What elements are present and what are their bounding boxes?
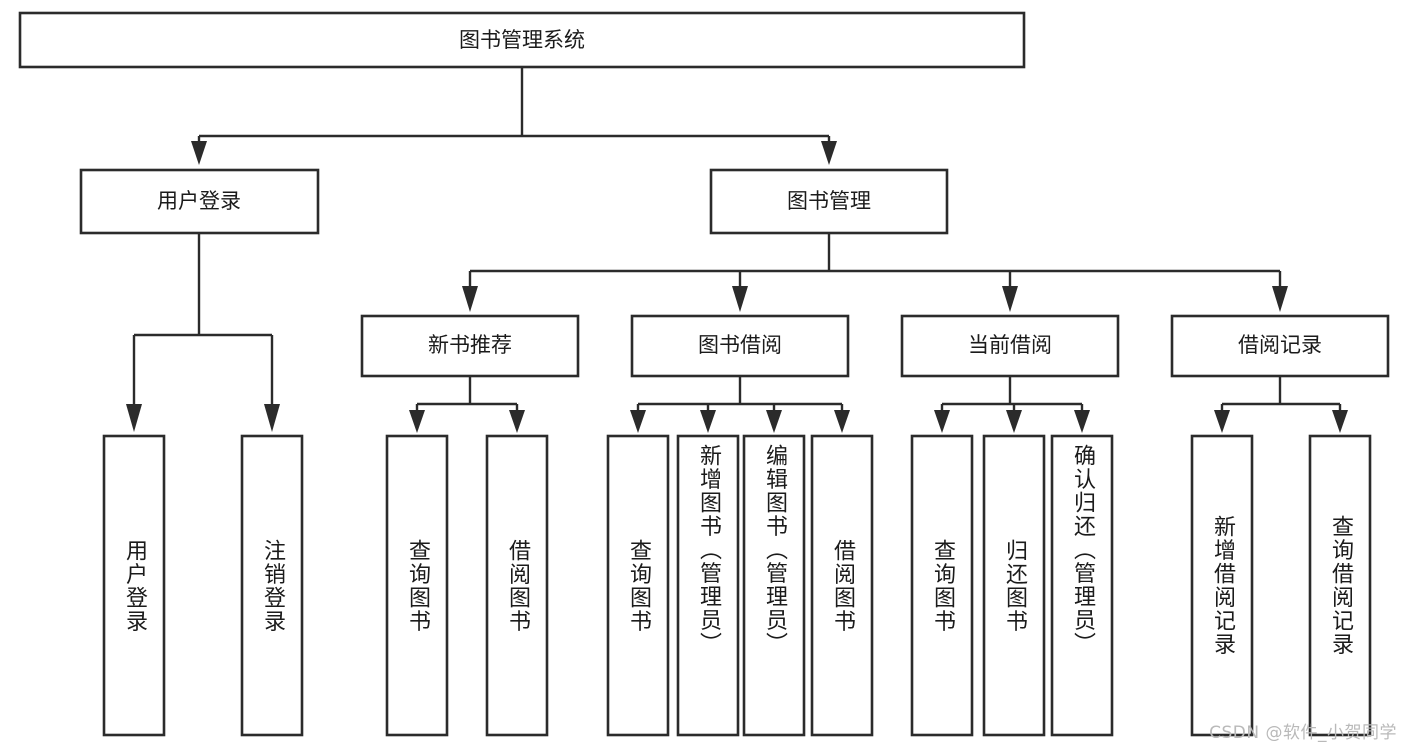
node-current-borrow-box[interactable] [900,314,1120,378]
node-leaf-user-logout-box[interactable] [240,434,304,737]
connector-group-currentborrow-to-leaves [934,376,1090,433]
connector-group-recommend-to-leaves [409,376,525,433]
node-leaf-recommend-borrow-box[interactable] [485,434,549,737]
connector-group-root-to-level2 [191,67,837,165]
node-borrow-records-label: 借阅记录 [1238,333,1322,357]
node-user-login-box[interactable] [79,168,320,235]
arrow-icon-book-borrow [732,286,748,312]
node-root[interactable]: 图书管理系统 [18,11,1026,69]
arrow-icon-current-borrow [1002,286,1018,312]
node-leaf-record-add-box[interactable] [1190,434,1254,737]
node-leaf-record-query-box[interactable] [1308,434,1372,737]
arrow-icon-leaf-borrow-edit [766,410,782,433]
arrow-icon-book-management [821,141,837,165]
arrow-icon-leaf-record-add [1214,410,1230,433]
node-new-book-recommend[interactable]: 新书推荐 [360,314,580,378]
node-user-login-label: 用户登录 [157,189,241,213]
arrow-icon-leaf-borrow-add [700,410,716,433]
connector-group-records-to-leaves [1214,376,1348,433]
arrow-icon-leaf-recommend-query [409,410,425,433]
node-user-login[interactable]: 用户登录 [79,168,320,235]
node-book-management[interactable]: 图书管理 [709,168,949,235]
arrow-icon-leaf-record-query [1332,410,1348,433]
arrow-icon-leaf-user-logout [264,404,280,432]
arrow-icon-borrow-records [1272,286,1288,312]
node-borrow-records-box[interactable] [1170,314,1390,378]
node-new-book-recommend-box[interactable] [360,314,580,378]
node-leaf-user-login-box[interactable] [102,434,166,737]
node-leaf-borrow-edit-box[interactable] [742,434,806,737]
arrow-icon-user-login [191,141,207,165]
node-book-management-box[interactable] [709,168,949,235]
node-current-borrow[interactable]: 当前借阅 [900,314,1120,378]
arrow-icon-leaf-current-return [1006,410,1022,433]
node-leaf-recommend-query-box[interactable] [385,434,449,737]
arrow-icon-leaf-borrow-lend [834,410,850,433]
arrow-icon-leaf-borrow-query [630,410,646,433]
node-leaf-current-query-box[interactable] [910,434,974,737]
node-current-borrow-label: 当前借阅 [968,333,1052,357]
csdn-watermark: CSDN @软件_小贺同学 [1209,723,1397,743]
node-new-book-recommend-label: 新书推荐 [428,333,512,357]
arrow-icon-leaf-user-login [126,404,142,432]
node-borrow-records[interactable]: 借阅记录 [1170,314,1390,378]
node-leaf-borrow-lend-box[interactable] [810,434,874,737]
arrow-icon-leaf-recommend-borrow [509,410,525,433]
arrow-icon-leaf-current-query [934,410,950,433]
arrow-icon-new-book-recommend [462,286,478,312]
node-root-label: 图书管理系统 [459,28,585,52]
node-book-borrow-box[interactable] [630,314,850,378]
node-leaf-borrow-query-box[interactable] [606,434,670,737]
node-leaf-borrow-add-box[interactable] [676,434,740,737]
node-root-box[interactable] [18,11,1026,69]
connector-group-userlogin-to-leaves [126,233,280,432]
arrow-icon-leaf-current-confirm [1074,410,1090,433]
connector-group-bookborrow-to-leaves [630,376,850,433]
node-book-borrow[interactable]: 图书借阅 [630,314,850,378]
node-book-management-label: 图书管理 [787,189,871,213]
node-leaf-current-return-box[interactable] [982,434,1046,737]
node-leaf-current-confirm-box[interactable] [1050,434,1114,737]
node-book-borrow-label: 图书借阅 [698,333,782,357]
connector-group-bookmanagement-to-level3 [462,233,1288,312]
